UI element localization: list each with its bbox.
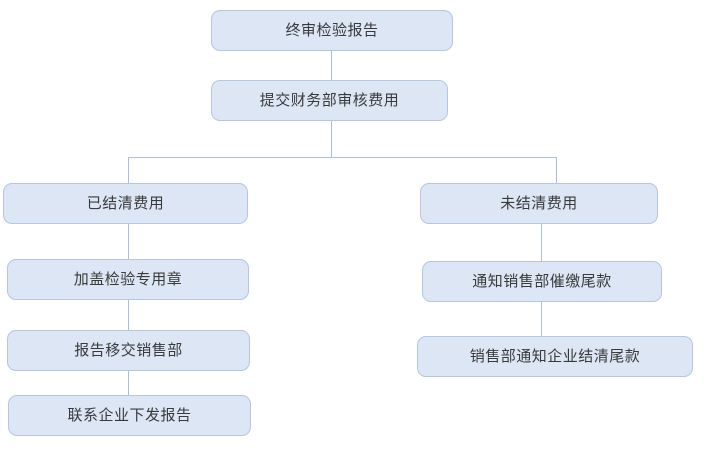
flow-node-label: 通知销售部催缴尾款 bbox=[472, 272, 612, 290]
flow-node-n7[interactable]: 报告移交销售部 bbox=[7, 330, 250, 371]
connector-n6-to-n8 bbox=[541, 302, 542, 336]
connector-n2-to-branch bbox=[331, 121, 332, 157]
flow-node-label: 提交财务部审核费用 bbox=[259, 91, 400, 109]
flow-node-label: 销售部通知企业结清尾款 bbox=[469, 347, 641, 365]
connector-n4-to-n6 bbox=[541, 224, 542, 261]
flow-node-n5[interactable]: 加盖检验专用章 bbox=[7, 259, 249, 300]
connector-branch-to-n4 bbox=[556, 157, 557, 183]
flow-node-label: 报告移交销售部 bbox=[74, 341, 183, 359]
flow-node-label: 未结清费用 bbox=[500, 194, 578, 212]
flow-node-label: 已结清费用 bbox=[86, 194, 165, 212]
flow-node-n6[interactable]: 通知销售部催缴尾款 bbox=[422, 261, 662, 302]
flow-node-n4[interactable]: 未结清费用 bbox=[420, 183, 658, 224]
connector-branch-to-n3 bbox=[128, 157, 129, 183]
flow-node-n8[interactable]: 销售部通知企业结清尾款 bbox=[417, 336, 693, 377]
flow-node-label: 加盖检验专用章 bbox=[73, 270, 183, 288]
connector-n1-to-n2 bbox=[331, 51, 332, 80]
connector-n5-to-n7 bbox=[128, 300, 129, 330]
connector-n7-to-n9 bbox=[128, 371, 129, 395]
flow-node-label: 联系企业下发报告 bbox=[67, 406, 192, 424]
flow-node-n9[interactable]: 联系企业下发报告 bbox=[8, 395, 251, 436]
flow-node-n2[interactable]: 提交财务部审核费用 bbox=[211, 80, 448, 121]
connector-branch-to-branch bbox=[128, 157, 557, 158]
flow-node-label: 终审检验报告 bbox=[285, 21, 379, 39]
flow-node-n3[interactable]: 已结清费用 bbox=[3, 183, 248, 224]
connector-n3-to-n5 bbox=[128, 224, 129, 259]
flow-node-n1[interactable]: 终审检验报告 bbox=[211, 10, 453, 51]
